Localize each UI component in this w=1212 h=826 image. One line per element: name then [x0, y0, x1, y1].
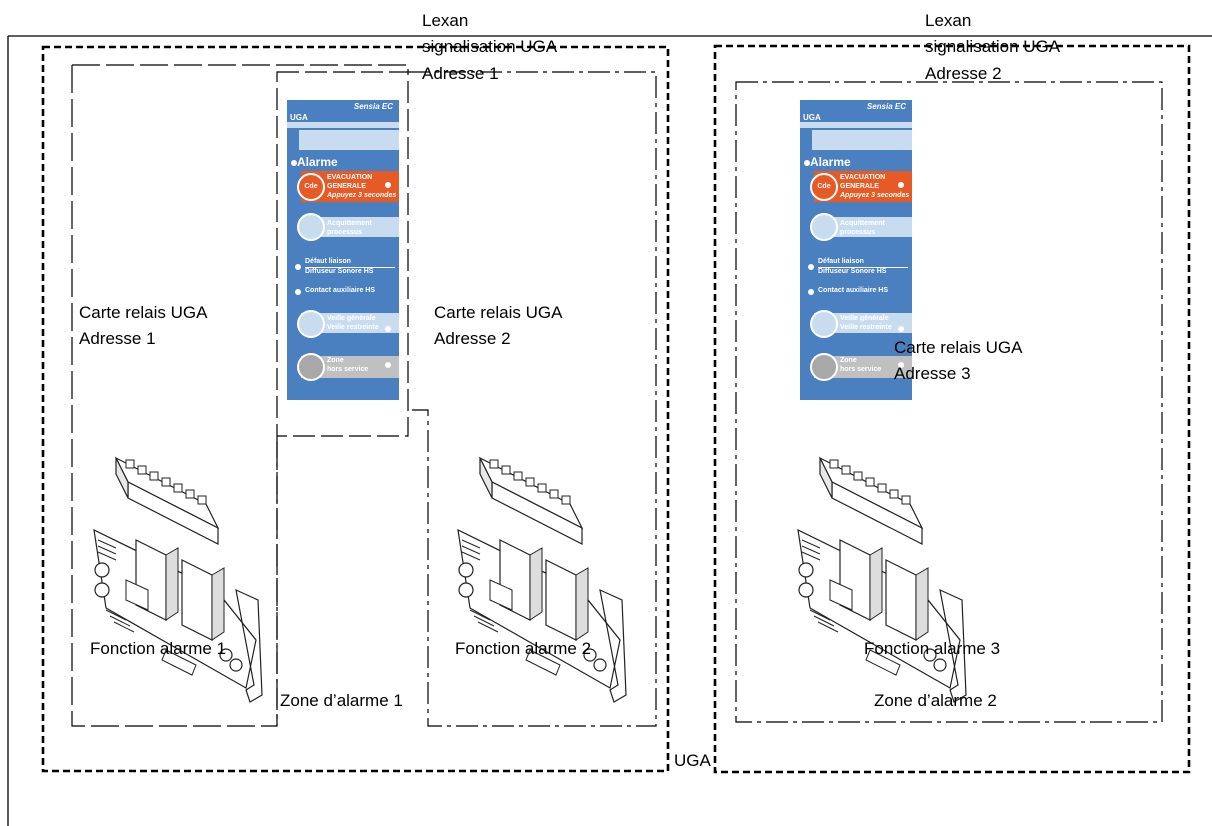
zone-led-icon [385, 362, 391, 368]
relay-card-label-1-line2: Adresse 1 [79, 329, 156, 348]
relay-card-label-1-line1: Carte relais UGA [79, 303, 208, 322]
lexan-label-1-line3: Adresse 1 [422, 64, 499, 83]
lexan-label-1-line1: Lexan [422, 11, 469, 30]
panel-alarm-label: Alarme [810, 155, 851, 169]
standby-led-icon [385, 326, 391, 332]
evacuation-button[interactable]: Cde [810, 173, 838, 201]
panel-brand: Sensia EC [353, 102, 393, 111]
standby-button[interactable] [810, 310, 838, 338]
panel-title: UGA [803, 113, 821, 122]
panel-display [812, 130, 912, 150]
lexan-label-1-line2: signalisation UGA [422, 37, 558, 56]
alarm-led-icon [291, 160, 297, 166]
acknowledge-button[interactable] [297, 213, 325, 241]
uga-label: UGA [674, 751, 711, 770]
panel-display [299, 130, 399, 150]
lexan-panel-2: Sensia EC UGA Alarme Cde EVACUATION GENE… [800, 100, 912, 400]
zone-label-1: Zone d’alarme 1 [280, 691, 403, 710]
zone-out-of-service-button[interactable] [810, 353, 838, 381]
relay-card-label-3-line1: Carte relais UGA [894, 338, 1023, 357]
evacuation-button[interactable]: Cde [297, 173, 325, 201]
fault-led-icon [295, 264, 301, 270]
zone-label-2: Zone d’alarme 2 [874, 691, 997, 710]
panel-alarm-label: Alarme [297, 155, 338, 169]
zone-led-icon [898, 362, 904, 368]
standby-led-icon [898, 326, 904, 332]
relay-board-2 [457, 457, 627, 703]
function-label-3: Fonction alarme 3 [864, 639, 1001, 658]
relay-card-label-2-line1: Carte relais UGA [434, 303, 563, 322]
aux-led-icon [808, 289, 814, 295]
relay-board-3 [797, 457, 967, 703]
evacuation-led-icon [385, 182, 391, 188]
relay-board-1 [93, 457, 263, 703]
alarm-led-icon [804, 160, 810, 166]
zone-out-of-service-button[interactable] [297, 353, 325, 381]
fault-led-icon [808, 264, 814, 270]
relay-card-label-3-line2: Adresse 3 [894, 364, 971, 383]
evacuation-led-icon [898, 182, 904, 188]
lexan-label-2-line2: signalisation UGA [925, 37, 1061, 56]
panel-title: UGA [290, 113, 308, 122]
lexan-label-2-line3: Adresse 2 [925, 64, 1002, 83]
aux-led-icon [295, 289, 301, 295]
panel-brand: Sensia EC [866, 102, 906, 111]
lexan-label-2-line1: Lexan [925, 11, 972, 30]
acknowledge-button[interactable] [810, 213, 838, 241]
function-label-1: Fonction alarme 1 [90, 639, 227, 658]
relay-card-label-2-line2: Adresse 2 [434, 329, 511, 348]
standby-button[interactable] [297, 310, 325, 338]
lexan-panel-1: Sensia EC UGA Alarme Cde EVACUATION GENE… [287, 100, 399, 400]
function-label-2: Fonction alarme 2 [455, 639, 592, 658]
